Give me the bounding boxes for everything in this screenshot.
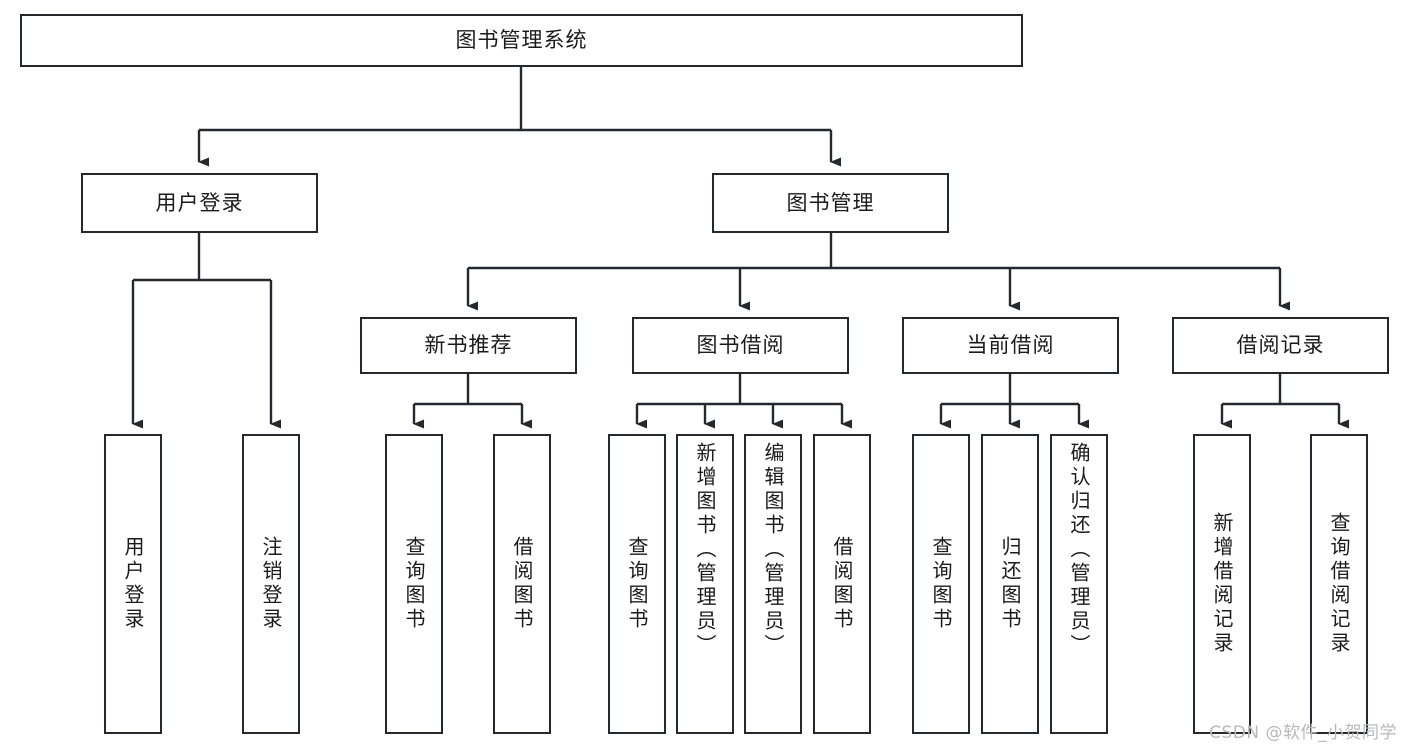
leaf-borrow-edit-book[interactable]: 编辑图书（管理员） (744, 434, 802, 734)
leaf-user-login[interactable]: 用户登录 (104, 434, 162, 734)
node-current-borrow-label: 当前借阅 (966, 333, 1055, 358)
node-book-borrow[interactable]: 图书借阅 (632, 317, 849, 374)
leaf-borrow-add-book-label: 新增图书（管理员） (693, 442, 717, 658)
leaf-record-query-label: 查询借阅记录 (1327, 512, 1351, 656)
leaf-current-return-book[interactable]: 归还图书 (981, 434, 1039, 734)
node-new-book-recommend-label: 新书推荐 (424, 333, 513, 358)
leaf-record-add-label: 新增借阅记录 (1210, 512, 1234, 656)
leaf-rec-query-book[interactable]: 查询图书 (385, 434, 443, 734)
leaf-current-confirm-return-label: 确认归还（管理员） (1067, 442, 1091, 658)
leaf-borrow-query-book-label: 查询图书 (625, 536, 649, 632)
leaf-borrow-query-book[interactable]: 查询图书 (608, 434, 666, 734)
node-user-login[interactable]: 用户登录 (81, 173, 318, 233)
leaf-current-query-book-label: 查询图书 (929, 536, 953, 632)
leaf-rec-query-book-label: 查询图书 (402, 536, 426, 632)
leaf-record-query[interactable]: 查询借阅记录 (1310, 434, 1368, 734)
leaf-rec-borrow-book[interactable]: 借阅图书 (493, 434, 551, 734)
node-book-borrow-label: 图书借阅 (696, 333, 785, 358)
node-borrow-record[interactable]: 借阅记录 (1172, 317, 1389, 374)
node-root[interactable]: 图书管理系统 (20, 14, 1023, 67)
node-current-borrow[interactable]: 当前借阅 (902, 317, 1119, 374)
leaf-current-confirm-return[interactable]: 确认归还（管理员） (1050, 434, 1108, 734)
leaf-borrow-borrow-book[interactable]: 借阅图书 (813, 434, 871, 734)
watermark-text: CSDN @软件_小贺同学 (1209, 723, 1397, 743)
leaf-borrow-add-book[interactable]: 新增图书（管理员） (676, 434, 734, 734)
leaf-user-login-label: 用户登录 (121, 536, 145, 632)
node-book-manage[interactable]: 图书管理 (712, 173, 949, 233)
node-borrow-record-label: 借阅记录 (1236, 333, 1325, 358)
leaf-current-query-book[interactable]: 查询图书 (912, 434, 970, 734)
leaf-user-logout-label: 注销登录 (259, 536, 283, 632)
leaf-borrow-borrow-book-label: 借阅图书 (830, 536, 854, 632)
node-root-label: 图书管理系统 (455, 28, 588, 53)
leaf-current-return-book-label: 归还图书 (998, 536, 1022, 632)
leaf-rec-borrow-book-label: 借阅图书 (510, 536, 534, 632)
leaf-user-logout[interactable]: 注销登录 (242, 434, 300, 734)
leaf-borrow-edit-book-label: 编辑图书（管理员） (761, 442, 785, 658)
node-user-login-label: 用户登录 (155, 190, 244, 215)
node-book-manage-label: 图书管理 (786, 190, 875, 215)
node-new-book-recommend[interactable]: 新书推荐 (360, 317, 577, 374)
leaf-record-add[interactable]: 新增借阅记录 (1193, 434, 1251, 734)
